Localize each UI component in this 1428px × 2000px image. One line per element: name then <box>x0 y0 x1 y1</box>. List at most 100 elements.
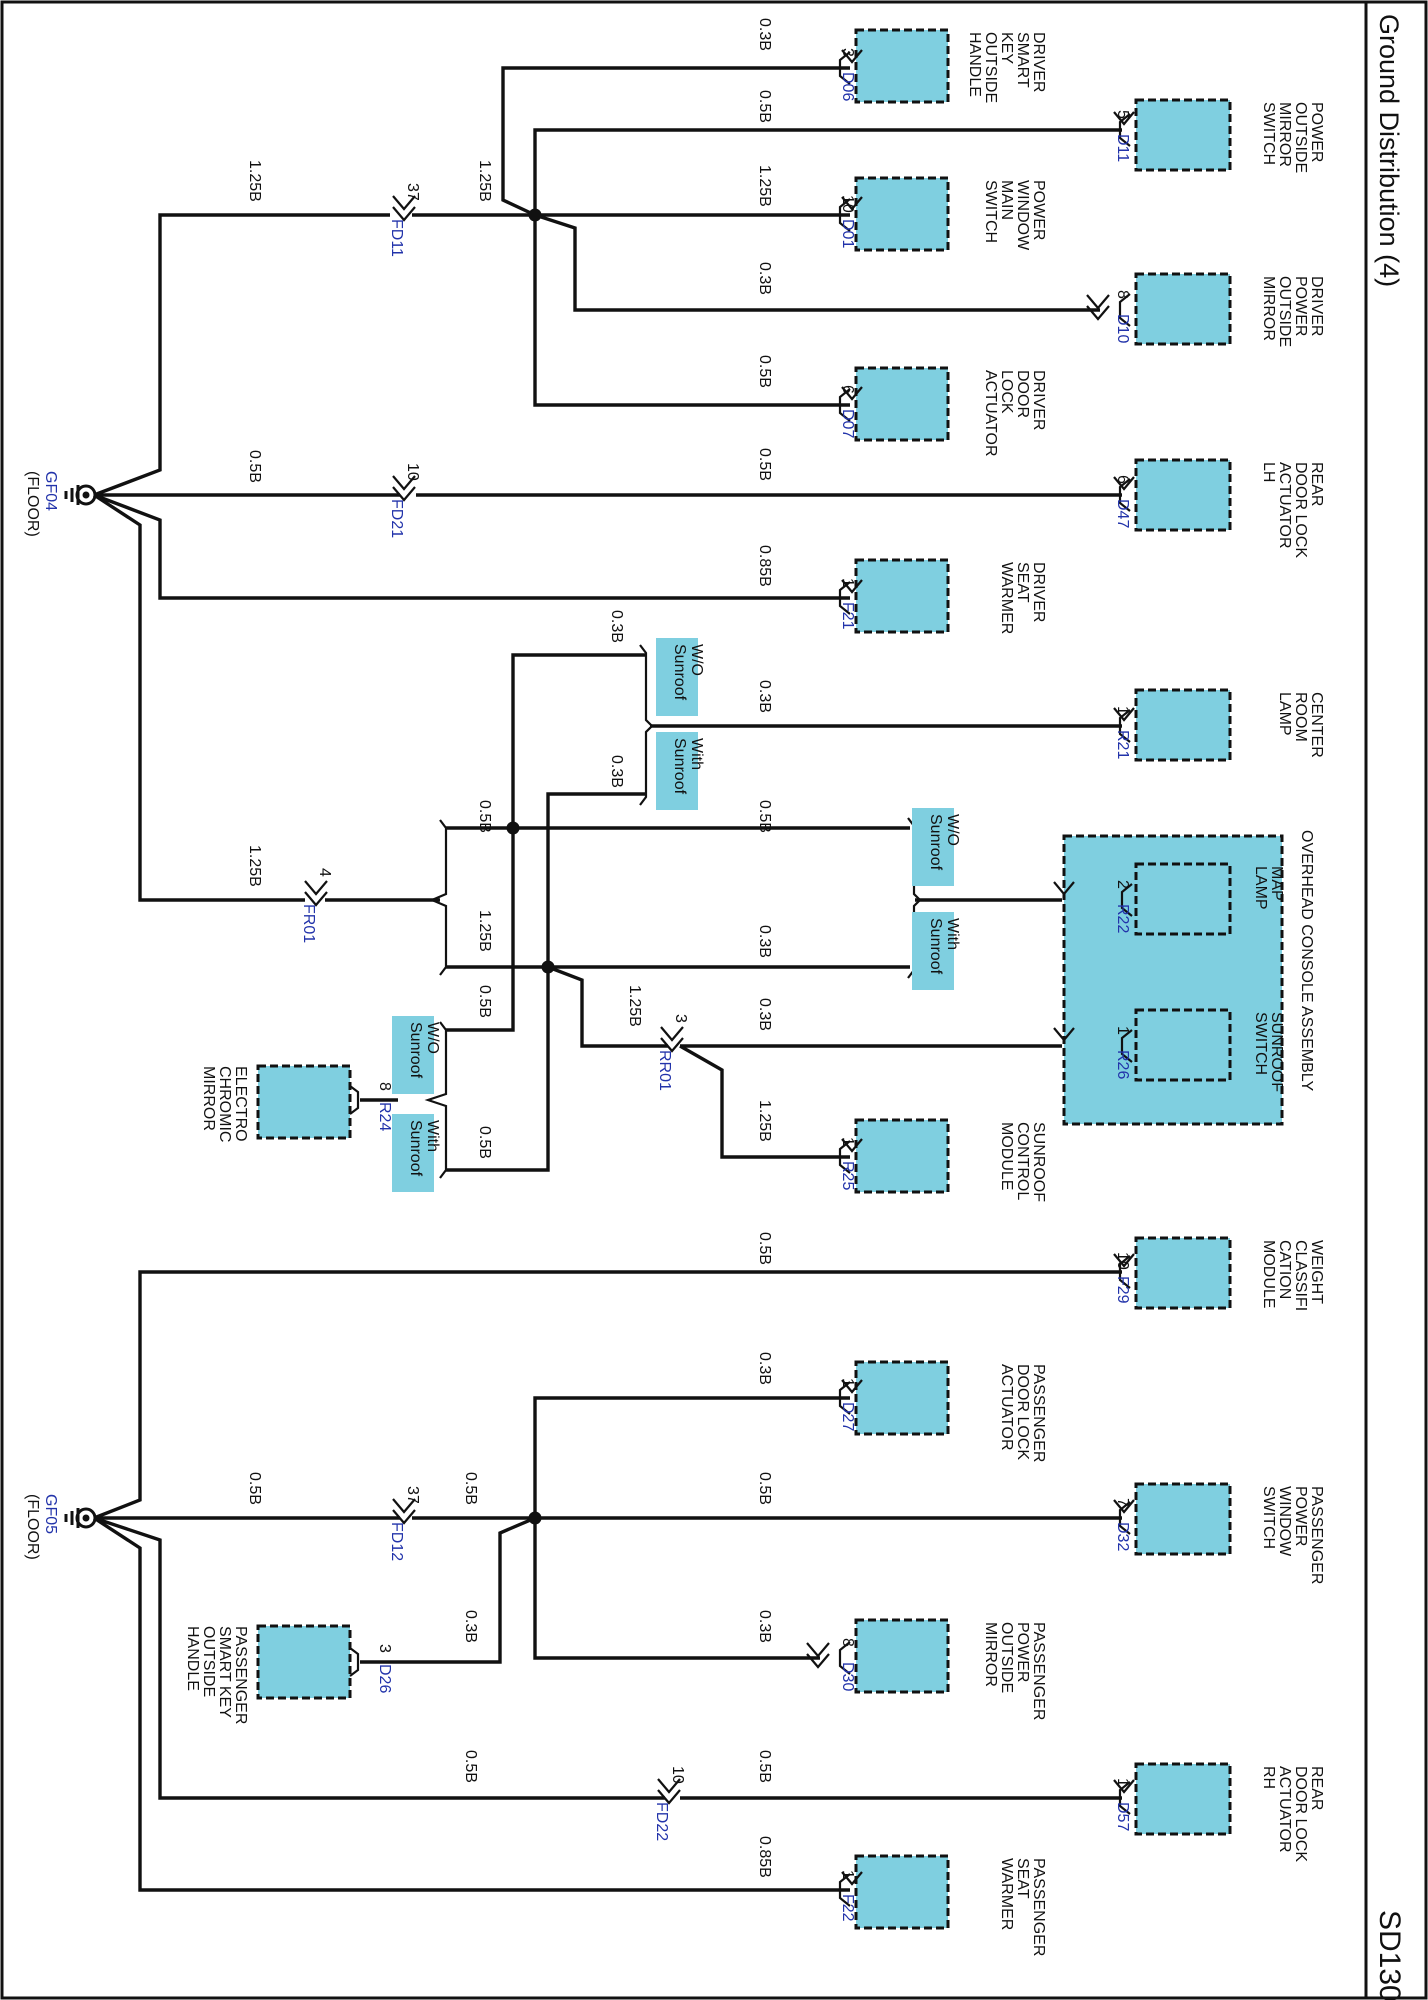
wire-f21 <box>93 493 850 600</box>
wire-gauge-label: 0.3B <box>608 755 625 788</box>
component-box <box>256 1064 352 1140</box>
component-name: WARMER <box>998 1858 1015 1930</box>
pin-number: 2 <box>1114 880 1131 889</box>
component-name: CLASSIFI <box>1292 1240 1309 1311</box>
wire-f29 <box>93 1270 1122 1520</box>
wire-d30 <box>533 1518 820 1660</box>
wire-wo-mirror <box>445 828 515 1032</box>
component-name: DOOR LOCK <box>1292 462 1309 558</box>
component-name: OUTSIDE <box>998 1622 1015 1693</box>
connector-symbol <box>1113 1499 1135 1514</box>
option-box <box>392 1114 434 1192</box>
connector-symbol <box>838 1641 851 1675</box>
component-name: KEY <box>998 32 1015 64</box>
option-bracket <box>429 819 448 976</box>
wire-d06 <box>501 66 850 217</box>
connector-id: D11 <box>1114 134 1131 162</box>
connector-symbol <box>1118 1781 1131 1815</box>
splice-point <box>506 821 520 835</box>
connector-symbol <box>838 1381 851 1415</box>
pin-number: 7 <box>1114 1498 1131 1507</box>
wire-gauge-label: 0.3B <box>756 998 773 1031</box>
wire-gauge-label: 1.25B <box>246 845 263 887</box>
component-name: WEIGHT <box>1308 1240 1325 1304</box>
pin-number: 8 <box>376 1082 393 1091</box>
connector-symbol <box>392 206 416 222</box>
wire-gauge-label: 0.3B <box>756 680 773 713</box>
wire-gauge-label: 0.5B <box>246 450 263 483</box>
connector-symbol <box>841 1379 863 1394</box>
component-name: SWITCH <box>982 180 999 243</box>
connector-id: D47 <box>1114 499 1131 528</box>
component-name: DRIVER <box>1308 276 1325 336</box>
component-box <box>1134 98 1232 172</box>
wire-gauge-label: 1.25B <box>626 985 643 1027</box>
assembly-name: OVERHEAD CONSOLE ASSEMBLY <box>1298 830 1315 1091</box>
wire-wo-center <box>511 653 645 828</box>
wire-d11 <box>533 128 1122 215</box>
connector-symbol <box>1086 305 1110 321</box>
wire-gauge-label: 1.25B <box>756 1100 773 1142</box>
wire-r25 <box>679 1044 850 1159</box>
component-name: MAIN <box>998 180 1015 220</box>
component-name: SWITCH <box>1260 1486 1277 1549</box>
connector-symbol <box>806 1653 830 1669</box>
connector-symbol <box>841 196 863 211</box>
connector-symbol <box>1086 294 1110 310</box>
ground-icon <box>82 491 90 499</box>
wire-with-mirror <box>445 967 550 1172</box>
component-box <box>854 1360 950 1436</box>
ground-icon <box>82 1514 90 1522</box>
page-code: SD130-4 <box>1373 1910 1406 2000</box>
wire-gauge-label: 0.3B <box>756 1352 773 1385</box>
component-name: CENTER <box>1308 692 1325 758</box>
inline-connector-id: RR01 <box>656 1050 673 1091</box>
pin-number: 8 <box>1114 290 1131 299</box>
pin-number: 1 <box>839 1137 856 1146</box>
component-name: LAMP <box>1252 866 1269 910</box>
component-box <box>256 1624 352 1700</box>
component-name: CHROMIC <box>216 1066 233 1142</box>
pin-number: 10 <box>404 463 421 481</box>
pin-number: 10 <box>669 1766 686 1784</box>
wire-gauge-label: 1.25B <box>476 910 493 952</box>
connector-symbol <box>1113 476 1135 491</box>
option-label: Sunroof <box>407 1022 424 1079</box>
wire-fd11-feed <box>93 213 390 497</box>
component-name: POWER <box>1014 1622 1031 1682</box>
connector-id: D26 <box>376 1664 393 1693</box>
option-label: With <box>944 918 961 950</box>
pin-number: 4 <box>316 868 333 877</box>
connector-symbol <box>1113 111 1135 126</box>
wire-d10 <box>534 213 1100 312</box>
pin-number: 6 <box>1114 475 1131 484</box>
component-name: ROOM <box>1292 692 1309 742</box>
component-name: MIRROR <box>1276 102 1293 167</box>
component-name: HANDLE <box>184 1626 201 1691</box>
component-name: SUNROOF <box>1030 1122 1047 1202</box>
wire-fr01-feed <box>93 493 305 902</box>
connector-symbol <box>1053 1027 1075 1042</box>
option-box <box>912 808 954 886</box>
wire-gauge-label: 1.25B <box>246 160 263 202</box>
component-name: PASSENGER <box>1030 1858 1047 1956</box>
component-box <box>1134 458 1232 532</box>
wire-d26 <box>360 1516 536 1664</box>
wire-gauge-label: 1.25B <box>756 165 773 207</box>
connector-id: D30 <box>839 1662 856 1691</box>
wire-rr01-feed <box>547 965 668 1048</box>
connector-symbol <box>1118 1501 1131 1535</box>
connector-id: R26 <box>1114 1050 1131 1079</box>
option-label: W/O <box>424 1022 441 1054</box>
connector-id: F22 <box>839 1894 856 1922</box>
connector-symbol <box>1118 709 1131 743</box>
component-name: POWER <box>1308 102 1325 162</box>
ground-id: GF04 <box>42 471 59 511</box>
wire-gauge-label: 1.25B <box>476 160 493 202</box>
connector-id: D27 <box>839 1402 856 1431</box>
component-name: PASSENGER <box>1030 1622 1047 1720</box>
component-box <box>1134 862 1232 936</box>
component-box <box>854 558 950 634</box>
pin-number: 10 <box>1114 1252 1131 1270</box>
